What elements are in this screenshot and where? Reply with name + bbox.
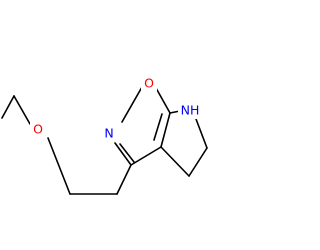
bond-c3-to-ch2: [116, 164, 132, 195]
bond-c5-to-c4: [188, 147, 208, 177]
bond-o-to-ch2: [13, 95, 31, 125]
structure-canvas: O N NH O: [1, 74, 208, 195]
atom-labels: O N NH O: [30, 74, 202, 142]
bond-c3-to-c3a: [130, 146, 162, 166]
bond-n-to-c3-double: [119, 143, 135, 163]
bond-c3a-to-c6a: [160, 112, 171, 148]
bond-layer: [1, 86, 208, 195]
bond-nh-to-c5: [195, 118, 208, 149]
bond-c3a-to-c6a-double: [153, 113, 163, 141]
bond-n-to-c3: [114, 142, 132, 166]
bond-ch2-to-o: [47, 137, 71, 195]
bond-o-to-n: [121, 86, 143, 123]
bond-ch2-to-ch3: [1, 95, 15, 119]
molecule-drawing: O N NH O: [1, 74, 208, 195]
bond-c4-to-c3a: [160, 146, 190, 177]
ring-nitrogen-label: N: [104, 126, 113, 141]
bond-c6a-to-o: [155, 87, 171, 114]
ring-oxygen-label: O: [144, 76, 154, 91]
ether-oxygen-label: O: [33, 122, 43, 137]
nh-label: NH: [181, 103, 200, 118]
